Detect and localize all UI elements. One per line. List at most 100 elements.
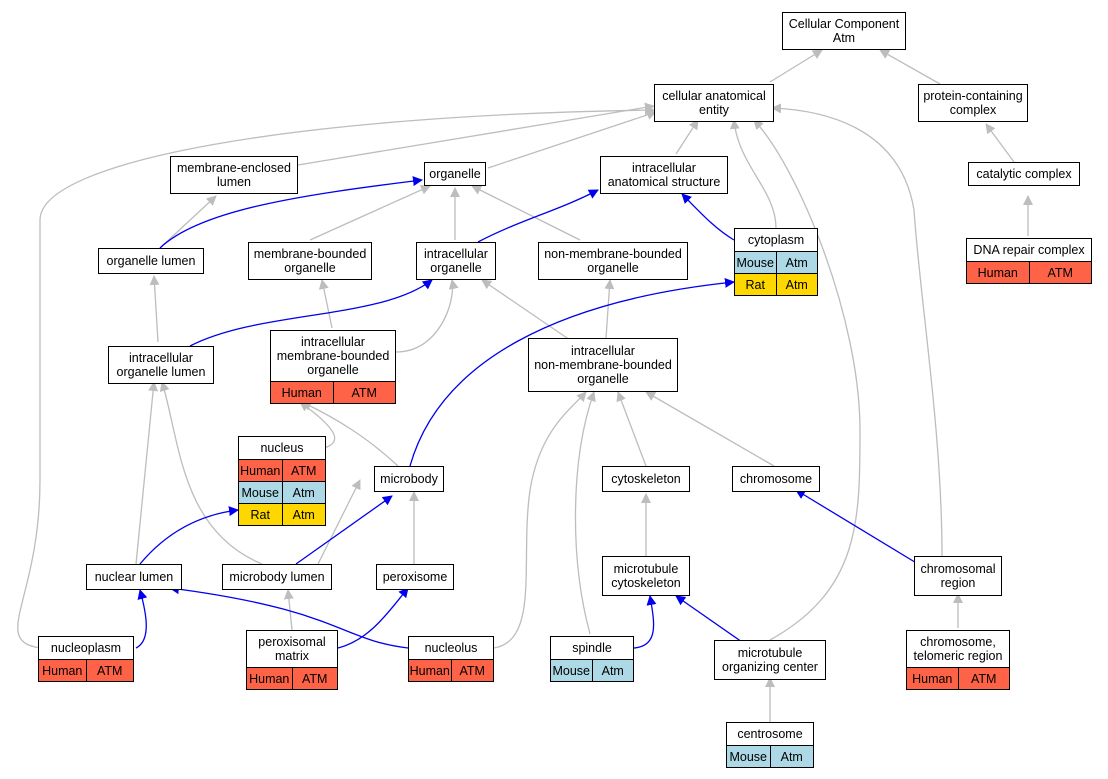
gene-cell: Atm: [281, 482, 326, 503]
species-cell: Mouse: [729, 749, 768, 764]
edge-mel-to-cae: [297, 102, 655, 166]
species-cell: Human: [281, 385, 322, 400]
edge-org-to-cae: [487, 110, 657, 169]
node-chromosome[interactable]: chromosome: [732, 466, 820, 492]
node-organelle[interactable]: organelle: [424, 162, 486, 186]
node-intracellular-organelle-lumen[interactable]: intracellular organelle lumen: [108, 346, 214, 384]
node-label: chromosomal region: [920, 562, 996, 590]
species-cell: Rat: [745, 277, 765, 292]
species-cell: Human: [240, 463, 281, 478]
edge-mtoc-part-of-mtcs: [675, 595, 743, 643]
edge-io-part-of-ias: [477, 189, 599, 243]
gene-cell: ATM: [450, 660, 494, 681]
node-chromosomal-region[interactable]: chromosomal region: [914, 556, 1002, 596]
edge-catc-to-pcc: [985, 123, 1015, 163]
node-cellular-anatomical-entity[interactable]: cellular anatomical entity: [654, 84, 774, 122]
edge-ias-to-cae: [675, 119, 699, 155]
edge-mbo-to-org: [309, 185, 431, 241]
node-label: DNA repair complex: [973, 243, 1085, 257]
node-intracellular-non-membrane-bounded-organelle[interactable]: intracellular non-membrane-bounded organ…: [528, 338, 678, 392]
node-label: microtubule organizing center: [722, 646, 818, 674]
node-intracellular-anatomical-structure[interactable]: intracellular anatomical structure: [600, 156, 728, 194]
node-organelle-lumen[interactable]: organelle lumen: [98, 248, 204, 274]
edge-mbl-to-microbody: [317, 479, 361, 565]
gene-cell: ATM: [85, 660, 134, 681]
node-label: centrosome: [737, 727, 803, 741]
node-cellular-component[interactable]: Cellular Component Atm: [782, 12, 906, 50]
node-membrane-bounded-organelle[interactable]: membrane-bounded organelle: [248, 242, 372, 280]
node-peroxisome[interactable]: peroxisome: [376, 564, 454, 590]
node-label: intracellular organelle lumen: [116, 351, 206, 379]
edge-spindle-part-of-mtcs: [633, 595, 657, 649]
species-cell: Mouse: [736, 255, 775, 270]
node-label: cellular anatomical entity: [662, 89, 766, 117]
edge-nucleolus-to-inmbo: [493, 391, 587, 649]
node-label: catalytic complex: [976, 167, 1072, 181]
node-label: membrane-bounded organelle: [253, 247, 367, 275]
node-label: nucleolus: [424, 641, 478, 655]
node-protein-containing-complex[interactable]: protein-containing complex: [918, 84, 1028, 122]
edge-chrom-to-inmbo: [645, 391, 775, 467]
edge-iol-part-of-io: [189, 279, 433, 347]
node-label: microbody: [380, 472, 438, 486]
node-label: spindle: [572, 641, 612, 655]
species-cell: Human: [42, 663, 83, 678]
node-microtubule-organizing-center[interactable]: microtubule organizing center: [714, 640, 826, 680]
edge-chromreg-to-cae: [771, 103, 943, 557]
edge-nl-to-iol: [135, 381, 159, 565]
gene-cell: ATM: [957, 668, 1010, 689]
gene-cell: ATM: [281, 460, 326, 481]
edge-mtoc-to-cae: [753, 119, 861, 641]
gene-cell: Atm: [775, 252, 818, 273]
edge-mbl-to-iol: [159, 381, 263, 565]
node-label: cytoplasm: [747, 233, 805, 247]
node-microtubule-cytoskeleton[interactable]: microtubule cytoskeleton: [602, 556, 690, 596]
edge-imbo-to-mbo: [318, 279, 333, 329]
node-microbody[interactable]: microbody: [374, 466, 444, 492]
edge-cyto-to-cae: [729, 119, 777, 229]
node-label: nucleoplasm: [50, 641, 122, 655]
node-label: intracellular anatomical structure: [607, 161, 721, 189]
edge-microbody-part-of-cyto: [409, 277, 735, 467]
node-label: microbody lumen: [229, 570, 325, 584]
node-nuclear-lumen[interactable]: nuclear lumen: [86, 564, 182, 590]
gene-cell: ATM: [1028, 262, 1092, 283]
node-intracellular-membrane-bounded-organelle[interactable]: intracellular membrane-bounded organelle…: [270, 330, 396, 404]
node-membrane-enclosed-lumen[interactable]: membrane-enclosed lumen: [170, 156, 298, 194]
node-catalytic-complex[interactable]: catalytic complex: [968, 162, 1080, 186]
node-label: cytoskeleton: [611, 472, 681, 486]
node-non-membrane-bounded-organelle[interactable]: non-membrane-bounded organelle: [538, 242, 688, 280]
edge-iol-to-ol: [149, 275, 160, 343]
edge-nmbo-to-org: [471, 185, 581, 241]
edge-microbody-to-imbo: [301, 401, 399, 467]
gene-cell: Atm: [769, 746, 814, 767]
node-microbody-lumen[interactable]: microbody lumen: [222, 564, 332, 590]
node-intracellular-organelle[interactable]: intracellular organelle: [416, 242, 496, 280]
annotation-row: Human ATM: [907, 667, 1009, 689]
species-cell: Mouse: [241, 485, 280, 500]
edge-spindle-to-inmbo: [574, 391, 596, 635]
edge-nucleolus-part-of-nl: [169, 584, 409, 649]
node-label: peroxisome: [382, 570, 448, 584]
species-cell: Human: [912, 671, 953, 686]
node-cytoskeleton[interactable]: cytoskeleton: [602, 466, 690, 492]
species-cell: Human: [249, 671, 290, 686]
gene-cell: Atm: [775, 274, 818, 295]
